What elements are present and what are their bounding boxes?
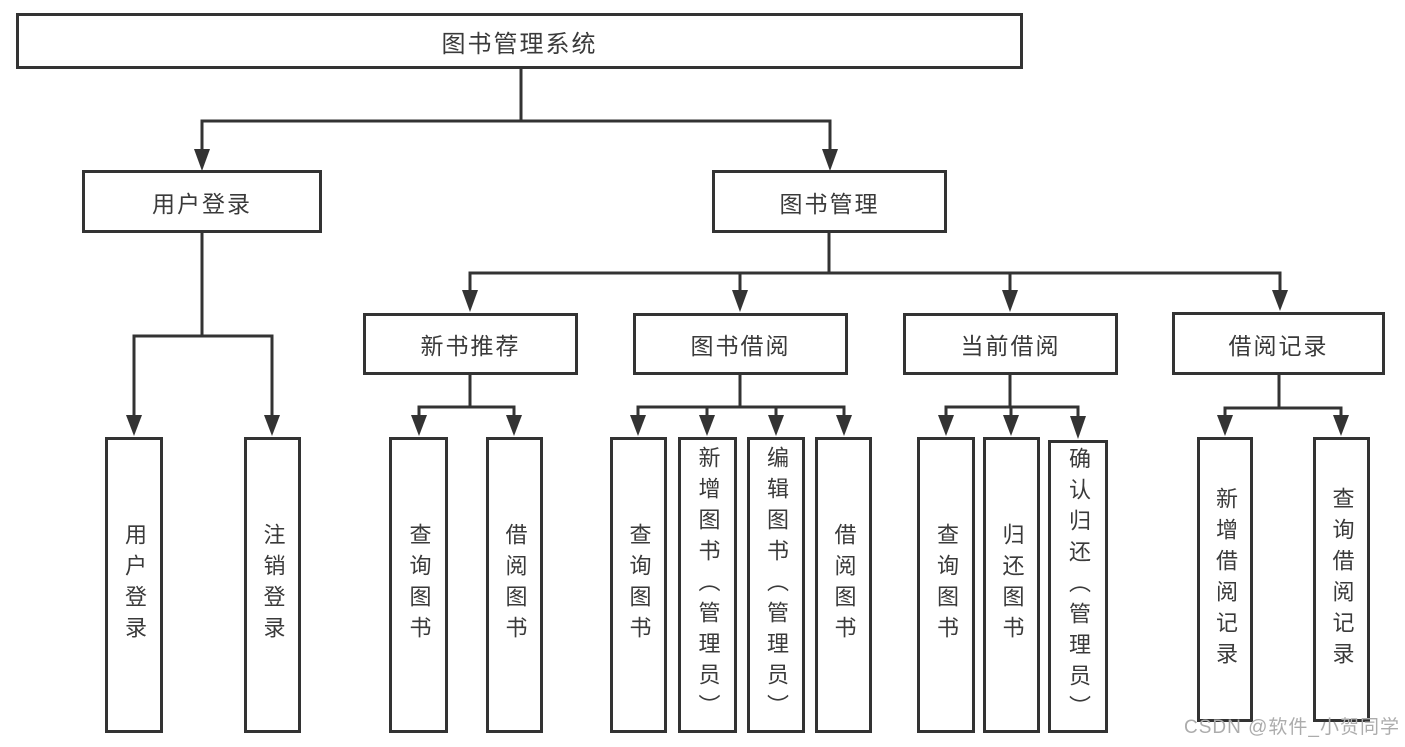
leaf-add-book-admin: 新增图书（管理员） — [678, 437, 737, 733]
node-current-borrow: 当前借阅 — [903, 313, 1118, 375]
leaf-logout: 注销登录 — [244, 437, 301, 733]
node-label: 新书推荐 — [420, 333, 521, 359]
leaf-label: 归还图书 — [999, 523, 1025, 647]
leaf-label: 查询借阅记录 — [1329, 486, 1355, 673]
node-library-management-system: 图书管理系统 — [16, 13, 1023, 69]
leaf-label: 确认归还（管理员） — [1066, 447, 1091, 726]
node-label: 借阅记录 — [1228, 332, 1329, 359]
leaf-user-login: 用户登录 — [105, 437, 163, 733]
leaf-label: 用户登录 — [122, 523, 147, 647]
node-label: 图书管理 — [779, 190, 880, 217]
node-label: 图书借阅 — [690, 333, 791, 359]
leaf-return-book: 归还图书 — [983, 437, 1040, 733]
leaf-label: 注销登录 — [260, 523, 286, 647]
leaf-label: 借阅图书 — [831, 523, 857, 647]
leaf-label: 借阅图书 — [502, 523, 528, 647]
leaf-edit-book-admin: 编辑图书（管理员） — [747, 437, 805, 733]
leaf-label: 查询图书 — [626, 523, 652, 647]
leaf-borrow-book-2: 借阅图书 — [815, 437, 872, 733]
csdn-watermark: CSDN @软件_小贺同学 — [1184, 717, 1400, 738]
leaf-query-book-2: 查询图书 — [610, 437, 667, 733]
node-borrow-records: 借阅记录 — [1172, 312, 1385, 375]
leaf-query-book-3: 查询图书 — [917, 437, 975, 733]
node-user-login: 用户登录 — [82, 170, 322, 233]
node-label: 用户登录 — [152, 190, 252, 217]
leaf-label: 查询图书 — [934, 523, 959, 647]
leaf-query-book-1: 查询图书 — [389, 437, 448, 733]
leaf-borrow-book-1: 借阅图书 — [486, 437, 543, 733]
node-new-book-recommend: 新书推荐 — [363, 313, 578, 375]
leaf-label: 编辑图书（管理员） — [764, 445, 789, 725]
node-label: 当前借阅 — [960, 333, 1061, 359]
leaf-label: 新增图书（管理员） — [695, 445, 721, 725]
leaf-label: 查询图书 — [406, 523, 432, 647]
node-book-management: 图书管理 — [712, 170, 947, 233]
leaf-label: 新增借阅记录 — [1213, 486, 1238, 673]
node-label: 图书管理系统 — [441, 30, 598, 58]
leaf-add-borrow-record: 新增借阅记录 — [1197, 437, 1253, 722]
leaf-query-borrow-record: 查询借阅记录 — [1313, 437, 1370, 722]
node-book-borrow: 图书借阅 — [633, 313, 848, 375]
leaf-confirm-return-admin: 确认归还（管理员） — [1048, 440, 1108, 733]
